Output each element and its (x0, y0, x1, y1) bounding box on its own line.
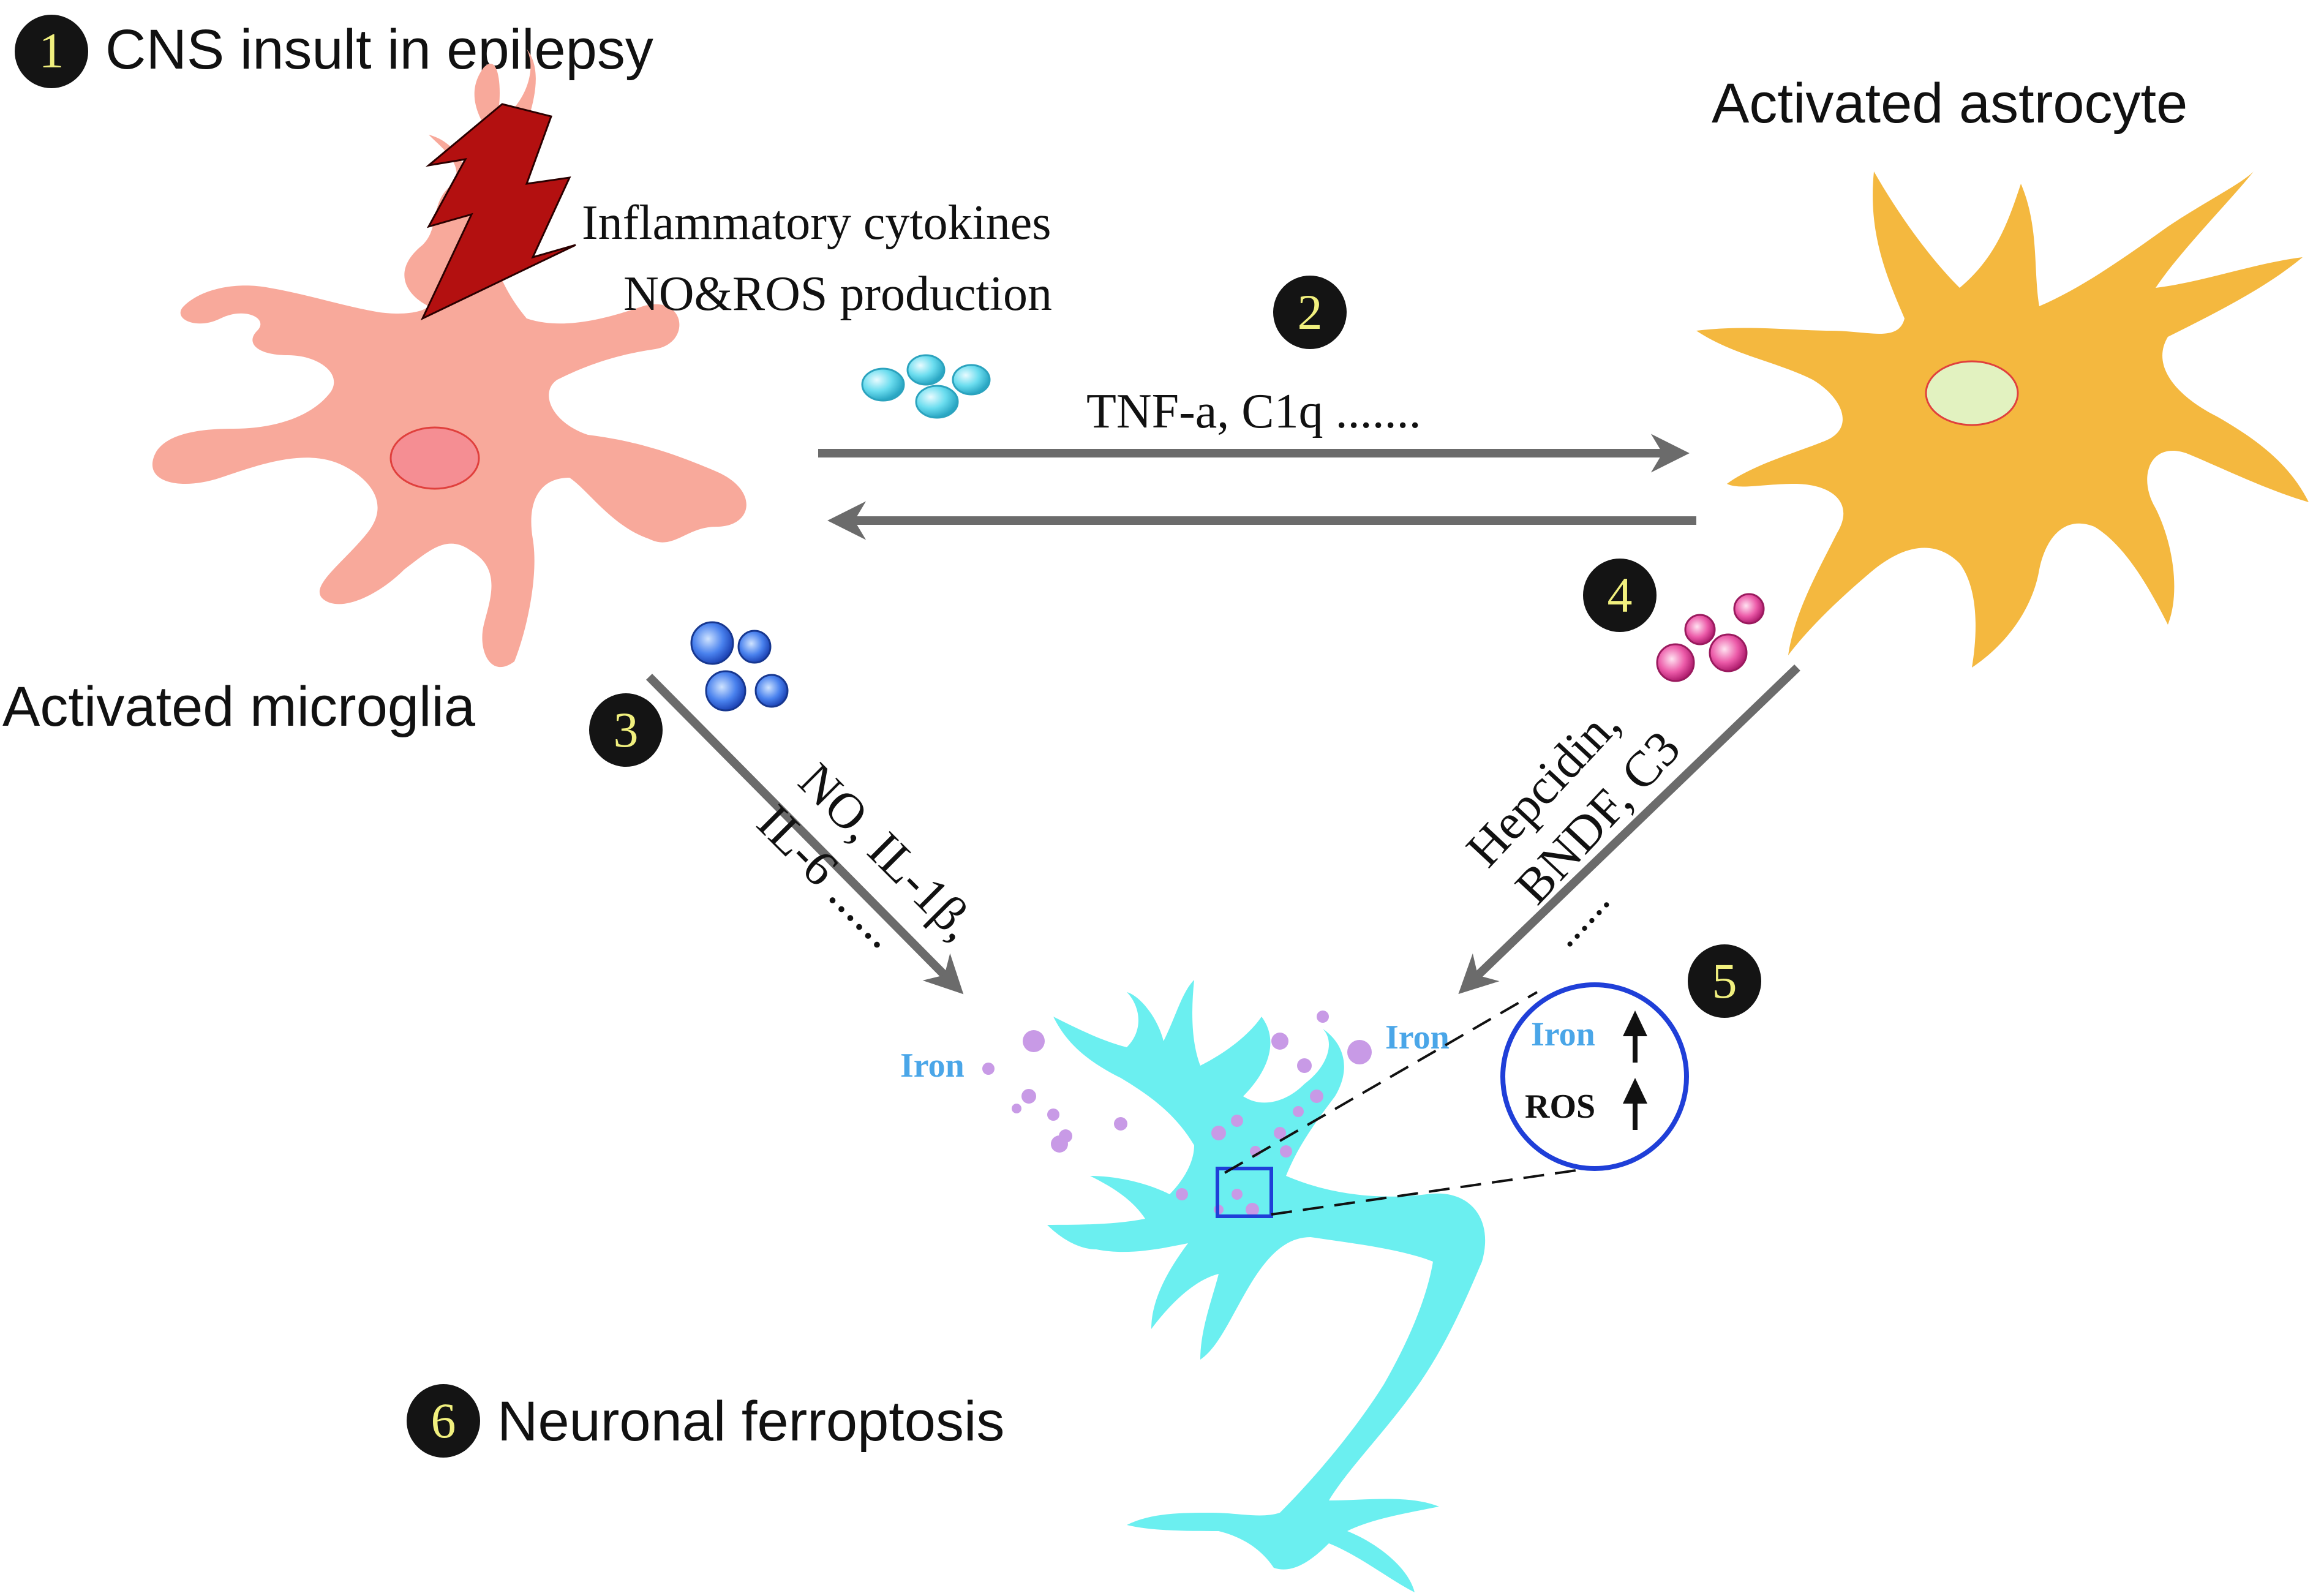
step2-number: 2 (1298, 284, 1323, 340)
iron-particle (1317, 1011, 1329, 1023)
arrow-astrocyte-to-neuron (1458, 664, 1800, 995)
astrocyte-nucleus (1925, 360, 2019, 426)
iron-particle (1297, 1058, 1312, 1073)
iron-up-arrow-icon (1623, 1011, 1647, 1063)
step1-label: CNS insult in epilepsy (105, 18, 653, 81)
step3-number: 3 (614, 702, 639, 758)
tnf-c1q-label: TNF-a, C1q ....... (1086, 385, 1421, 439)
step5-number: 5 (1712, 953, 1737, 1009)
step4-number: 4 (1608, 567, 1633, 623)
astrocyte-body (1696, 171, 2309, 668)
step1-badge (15, 15, 88, 88)
pink-vesicle (1709, 633, 1748, 672)
step4-group: 4 Hepcidin, BNDF, C3 ...... (1456, 559, 1800, 995)
step2-group: Inflammatory cytokines NO&ROS production… (582, 196, 1696, 540)
cyan-vesicles (861, 354, 991, 419)
iron-particle (1051, 1135, 1068, 1153)
zoom-line-top (1224, 991, 1538, 1174)
zoom-line-bottom (1271, 1165, 1602, 1216)
pink-vesicle (1733, 593, 1765, 625)
cyan-vesicle (861, 367, 905, 402)
neuron-cell: Iron Iron (900, 980, 1486, 1592)
iron-particle (1280, 1145, 1292, 1157)
iron-particle (1347, 1040, 1372, 1064)
iron-particle (1114, 1117, 1127, 1131)
iron-particle (1232, 1189, 1243, 1200)
iron-particle (1012, 1104, 1021, 1113)
pink-vesicles (1656, 593, 1765, 682)
step3-group: 3 NO, IL-1β, IL-6 ...... (589, 621, 987, 995)
iron-particle (1211, 1126, 1226, 1140)
step1-number: 1 (39, 23, 64, 78)
arrow-microglia-to-neuron (646, 674, 964, 995)
step6-label: Neuronal ferroptosis (497, 1390, 1004, 1453)
iron-particle (1274, 1127, 1286, 1139)
iron-particles (982, 1011, 1372, 1216)
iron-label-right: Iron (1385, 1018, 1450, 1056)
step3-badge (589, 693, 663, 767)
iron-particle (1176, 1188, 1188, 1200)
step5-badge (1688, 944, 1761, 1018)
pink-vesicle (1656, 643, 1695, 682)
iron-particle (1271, 1033, 1288, 1050)
iron-particle (1246, 1203, 1259, 1216)
blue-vesicle (737, 630, 772, 664)
step5-group: Iron ROS 5 (1224, 944, 1761, 1216)
step4-badge (1583, 559, 1657, 632)
blue-vesicle (754, 674, 789, 708)
iron-particle (1047, 1109, 1059, 1121)
microglia-cell: Activated microglia (2, 49, 747, 738)
zoom-circle (1500, 982, 1689, 1171)
cyan-vesicle (952, 364, 991, 396)
step6-badge (407, 1384, 480, 1458)
zoom-region-box (1216, 1167, 1273, 1218)
iron-particle (1293, 1106, 1304, 1117)
step2-badge (1273, 276, 1347, 349)
iron-particle (1231, 1115, 1243, 1127)
zoom-iron-label: Iron (1531, 1015, 1595, 1053)
step1-group: 1 CNS insult in epilepsy (15, 15, 653, 88)
blue-vesicle (705, 670, 747, 712)
microglia-nucleus (389, 426, 480, 490)
microglia-body (152, 49, 747, 668)
iron-particle (982, 1063, 995, 1075)
inflammatory-cytokines-label: Inflammatory cytokines (582, 196, 1051, 250)
astrocyte-label: Activated astrocyte (1712, 72, 2187, 135)
microglia-label: Activated microglia (2, 676, 476, 738)
pink-vesicle (1684, 614, 1716, 646)
no-ros-production-label: NO&ROS production (623, 267, 1052, 321)
cyan-vesicle (906, 354, 946, 386)
blue-vesicle (690, 621, 734, 665)
ros-up-arrow-icon (1623, 1078, 1647, 1130)
step6-group: 6 Neuronal ferroptosis (407, 1384, 1004, 1458)
step6-number: 6 (431, 1393, 456, 1448)
iron-particle (1310, 1090, 1323, 1103)
iron-particle (1023, 1030, 1045, 1052)
zoom-ros-label: ROS (1525, 1088, 1595, 1126)
astrocyte-cell: Activated astrocyte (1696, 72, 2309, 668)
blue-vesicles (690, 621, 789, 712)
lightning-icon (420, 103, 576, 321)
neuron-body (1047, 980, 1486, 1592)
iron-label-left: Iron (900, 1047, 965, 1085)
cyan-vesicle (915, 385, 959, 419)
iron-particle (1021, 1089, 1036, 1104)
